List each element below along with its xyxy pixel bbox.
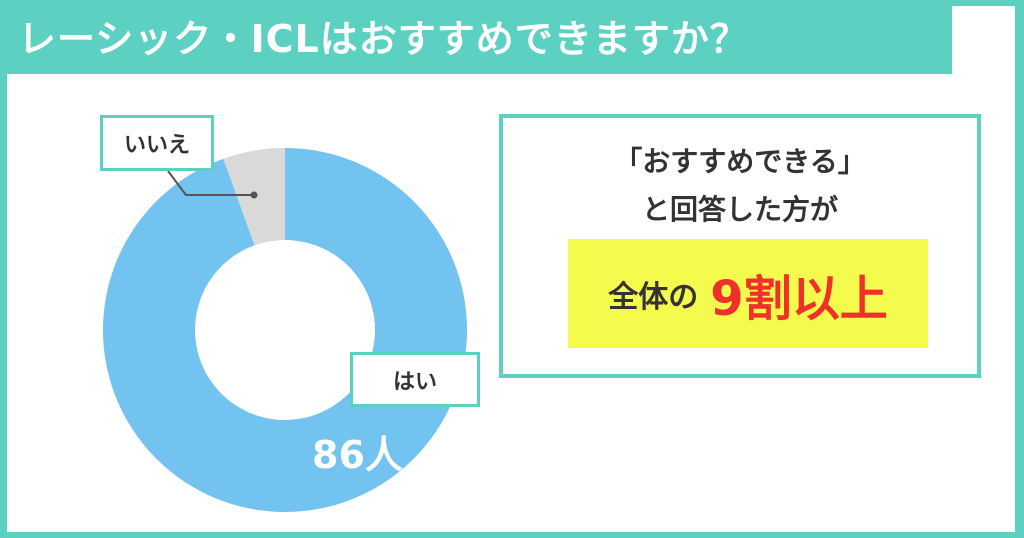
- donut-slice-yes: [103, 148, 467, 512]
- highlight-main: 9割以上: [710, 270, 888, 327]
- title-banner: レーシック・ICLはおすすめできますか？: [0, 0, 952, 74]
- highlight-box: 全体の 9割以上: [568, 239, 928, 348]
- slice-label-yes: はい: [350, 352, 480, 407]
- data-label-yes: 86人: [312, 433, 403, 477]
- page-title: レーシック・ICLはおすすめできますか？: [18, 17, 749, 61]
- leader-dot-no: [250, 191, 258, 199]
- leader-line-no: [167, 170, 254, 196]
- summary-line-1: 「おすすめできる」: [614, 145, 866, 178]
- highlight-prefix: 全体の: [608, 279, 699, 315]
- content-area-top-right: [952, 6, 1015, 76]
- slice-label-no: いいえ: [100, 115, 214, 171]
- summary-line-2: と回答した方が: [641, 193, 838, 226]
